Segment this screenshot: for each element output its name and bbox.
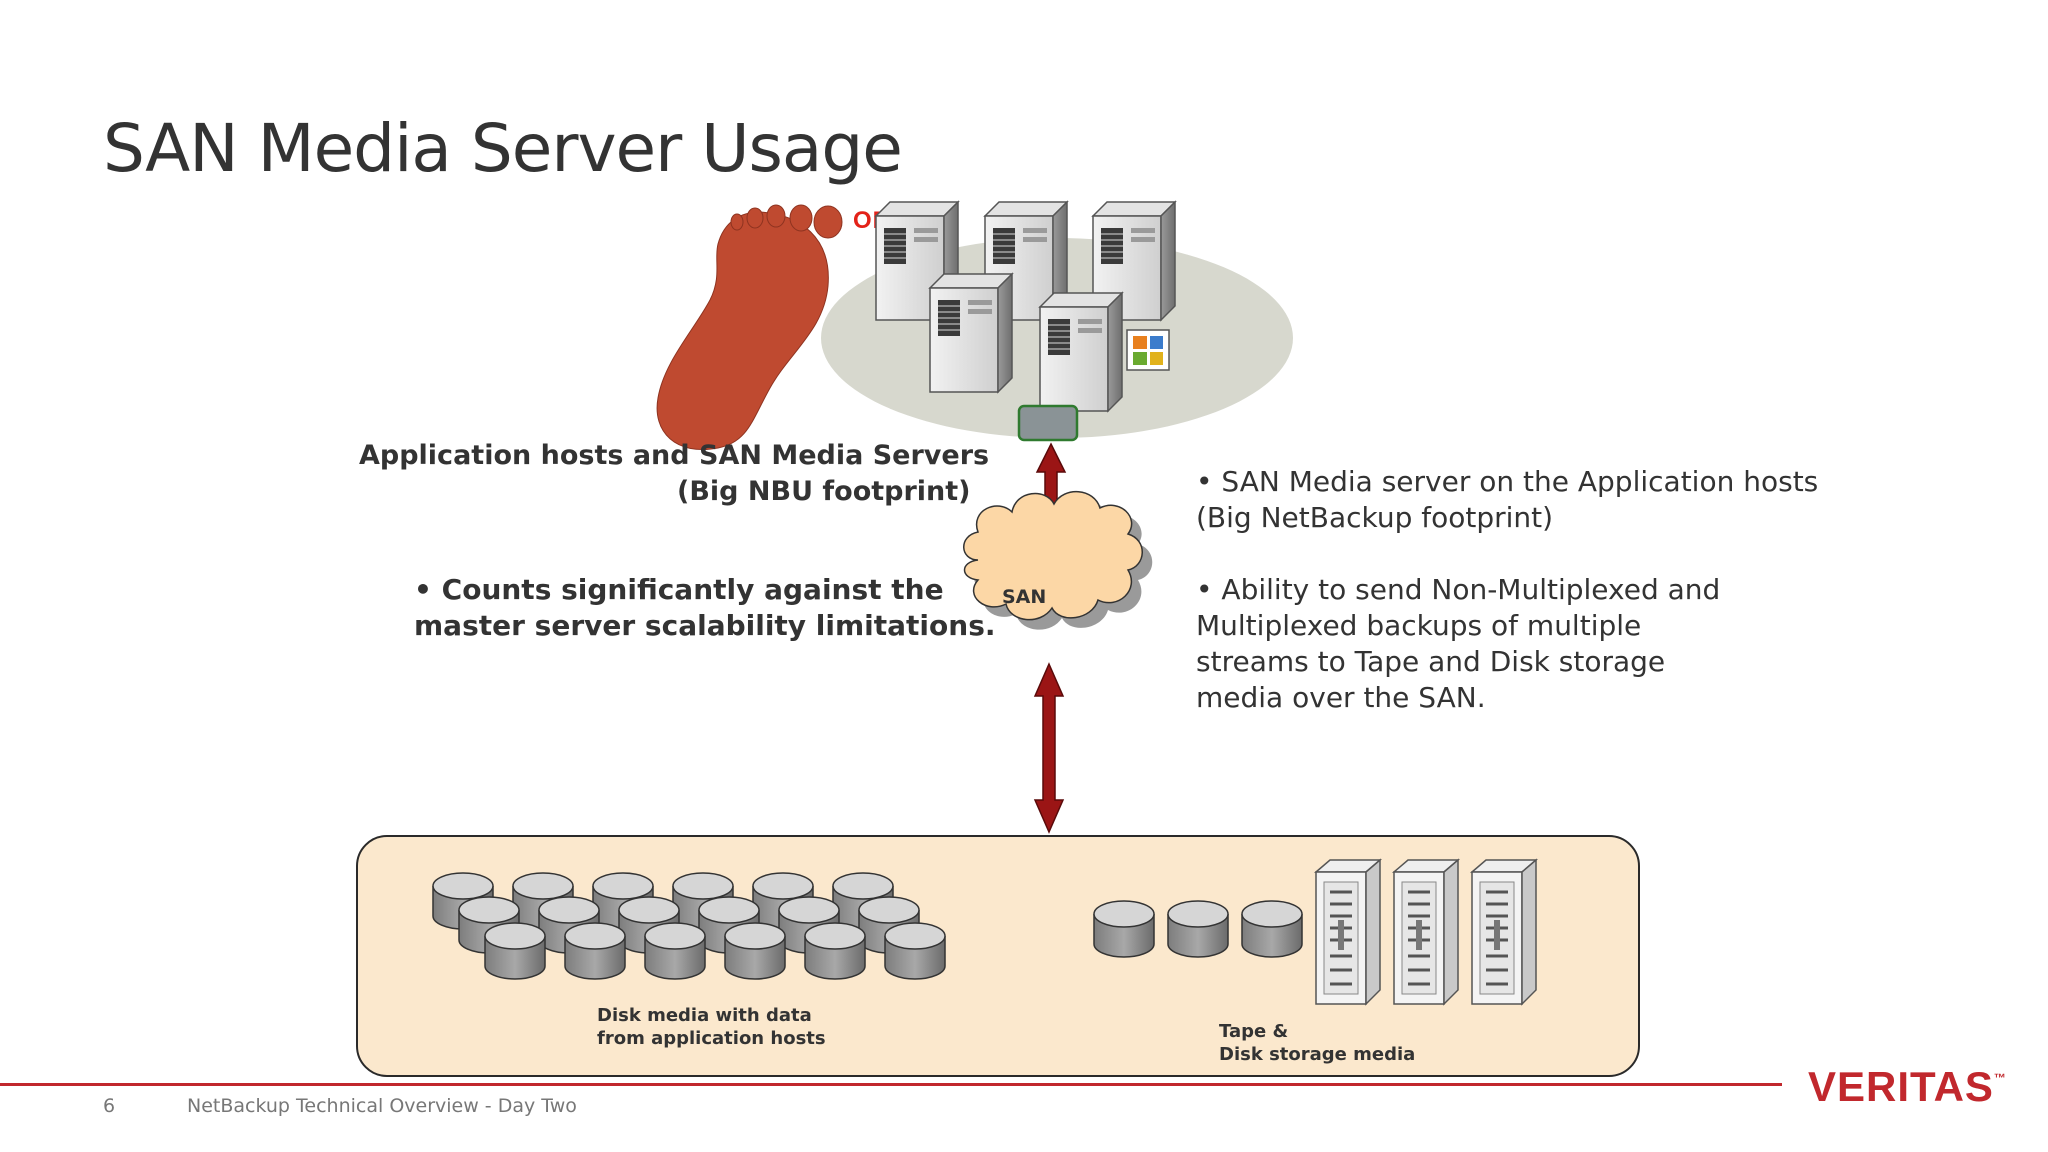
- slide-title: SAN Media Server Usage: [103, 110, 903, 187]
- disk-icon: [1241, 900, 1303, 958]
- san-cloud-label: SAN: [1002, 586, 1046, 608]
- right-bullet-2: • Ability to send Non-Multiplexed and Mu…: [1196, 572, 1720, 716]
- veritas-logo: VERITAS™: [1808, 1063, 2007, 1111]
- right-bullet-1-line2: (Big NetBackup footprint): [1196, 501, 1554, 534]
- app-hosts-label-line2: (Big NBU footprint): [677, 476, 971, 507]
- tape-label-line2: Disk storage media: [1219, 1044, 1416, 1065]
- footprint-icon: [656, 204, 843, 450]
- server-icon: [929, 273, 1013, 393]
- bullet-marker: •: [1196, 573, 1213, 606]
- tape-label: Tape & Disk storage media: [1219, 1020, 1415, 1066]
- bullet-marker: •: [414, 573, 432, 606]
- disk-icon: [484, 922, 546, 980]
- bullet-marker: •: [1196, 465, 1213, 498]
- disk-media-label-line1: Disk media with data: [597, 1005, 812, 1026]
- office-icon: [1126, 329, 1170, 371]
- tape-library-icon: [1314, 858, 1382, 1006]
- disk-icon: [644, 922, 706, 980]
- right-bullet-2-line4: media over the SAN.: [1196, 681, 1486, 714]
- disk-media-label-line2: from application hosts: [597, 1028, 826, 1049]
- right-bullet-2-line2: Multiplexed backups of multiple: [1196, 609, 1642, 642]
- tape-library-icon: [1470, 858, 1538, 1006]
- right-bullet-2-line1: Ability to send Non-Multiplexed and: [1221, 573, 1721, 606]
- disk-icon: [804, 922, 866, 980]
- footer-text: NetBackup Technical Overview - Day Two: [187, 1095, 577, 1117]
- left-bullet-line2: master server scalability limitations.: [414, 609, 996, 642]
- double-arrow-icon: [1033, 662, 1065, 834]
- san-cloud-icon: [963, 490, 1153, 630]
- tape-library-icon: [1392, 858, 1460, 1006]
- server-icon: [1039, 292, 1123, 412]
- disk-icon: [564, 922, 626, 980]
- disk-icon: [724, 922, 786, 980]
- footer-divider: [0, 1083, 1782, 1086]
- right-bullet-2-line3: streams to Tape and Disk storage: [1196, 645, 1666, 678]
- right-bullet-1: • SAN Media server on the Application ho…: [1196, 464, 1818, 536]
- disk-icon: [1167, 900, 1229, 958]
- disk-icon: [1093, 900, 1155, 958]
- disk-media-label: Disk media with data from application ho…: [597, 1004, 826, 1050]
- app-hosts-label-line1: Application hosts and SAN Media Servers: [359, 440, 990, 471]
- tape-label-line1: Tape &: [1219, 1021, 1289, 1042]
- left-bullet-line1: Counts significantly against the: [441, 573, 944, 606]
- right-bullet-1-line1: SAN Media server on the Application host…: [1221, 465, 1819, 498]
- hba-connector: [1017, 404, 1079, 442]
- page-number: 6: [103, 1095, 116, 1117]
- disk-icon: [884, 922, 946, 980]
- veritas-logo-text: VERITAS: [1808, 1063, 1994, 1110]
- left-bullet: • Counts significantly against the maste…: [414, 572, 996, 644]
- trademark-mark: ™: [1993, 1071, 2007, 1085]
